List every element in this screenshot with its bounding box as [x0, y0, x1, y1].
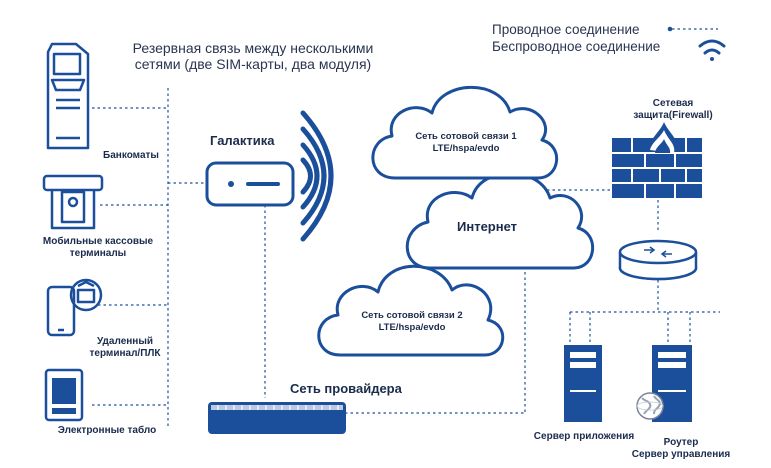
mgmt-label-line1: Роутер: [663, 437, 699, 448]
pos-label: Мобильные кассовые терминалы: [28, 236, 168, 260]
remote-label-line1: Удаленный: [96, 336, 154, 347]
mgmt-label-line2: Сервер управления: [631, 449, 731, 460]
board-label: Электронные табло: [57, 425, 157, 436]
provider-network-icon: [208, 402, 346, 434]
backup-note-line1: Резервная связь между несколькими: [132, 40, 374, 56]
legend-wireless-label: Беспроводное соединение: [492, 39, 661, 54]
pos-terminal-icon: [42, 174, 104, 230]
pos-label-line1: Мобильные кассовые: [42, 236, 154, 247]
mgmt-server-label: Роутер Сервер управления: [616, 437, 746, 461]
app-server-icon: [564, 345, 602, 422]
cell2-label-line2: LTE/hspa/evdo: [378, 322, 446, 333]
firewall-label-line1: Сетевая: [652, 98, 694, 109]
cell1-label-line2: LTE/hspa/evdo: [432, 143, 500, 154]
cloud-cell-network-1: [371, 85, 559, 180]
legend-wired-dot: [667, 26, 673, 32]
legend-wired-label: Проводное соединение: [492, 22, 640, 37]
galaxy-label: Галактика: [210, 133, 275, 148]
cell1-label: Сеть сотовой связи 1 LTE/hspa/evdo: [396, 131, 536, 155]
pos-label-line2: терминалы: [69, 248, 127, 259]
galaxy-router-icon: [205, 161, 295, 207]
firewall-label-line2: защита(Firewall): [633, 110, 713, 121]
cell2-label-line1: Сеть сотовой связи 2: [361, 310, 463, 321]
remote-terminal-icon: [46, 278, 103, 337]
app-server-label: Сервер приложения: [533, 431, 635, 442]
atm-label: Банкоматы: [103, 150, 159, 161]
remote-terminal-label: Удаленный терминал/ПЛК: [70, 336, 180, 360]
backup-note: Резервная связь между несколькими сетями…: [108, 40, 398, 72]
internet-label: Интернет: [457, 219, 518, 234]
provider-network-label: Сеть провайдера: [290, 381, 402, 396]
remote-label-line2: терминал/ПЛК: [89, 348, 161, 359]
backup-note-line2: сетями (две SIM-карты, два модуля): [134, 56, 372, 72]
network-switch-icon: [618, 239, 698, 281]
globe-icon: [636, 392, 664, 420]
legend-wifi-icon: [698, 39, 726, 55]
cell1-label-line1: Сеть сотовой связи 1: [415, 131, 517, 142]
firewall-label: Сетевая защита(Firewall): [618, 98, 728, 122]
electronic-board-icon: [44, 368, 84, 422]
firewall-icon: [612, 122, 702, 198]
atm-icon: [46, 42, 90, 150]
cell2-label: Сеть сотовой связи 2 LTE/hspa/evdo: [342, 310, 482, 334]
wireless-waves-icon: [300, 110, 334, 242]
